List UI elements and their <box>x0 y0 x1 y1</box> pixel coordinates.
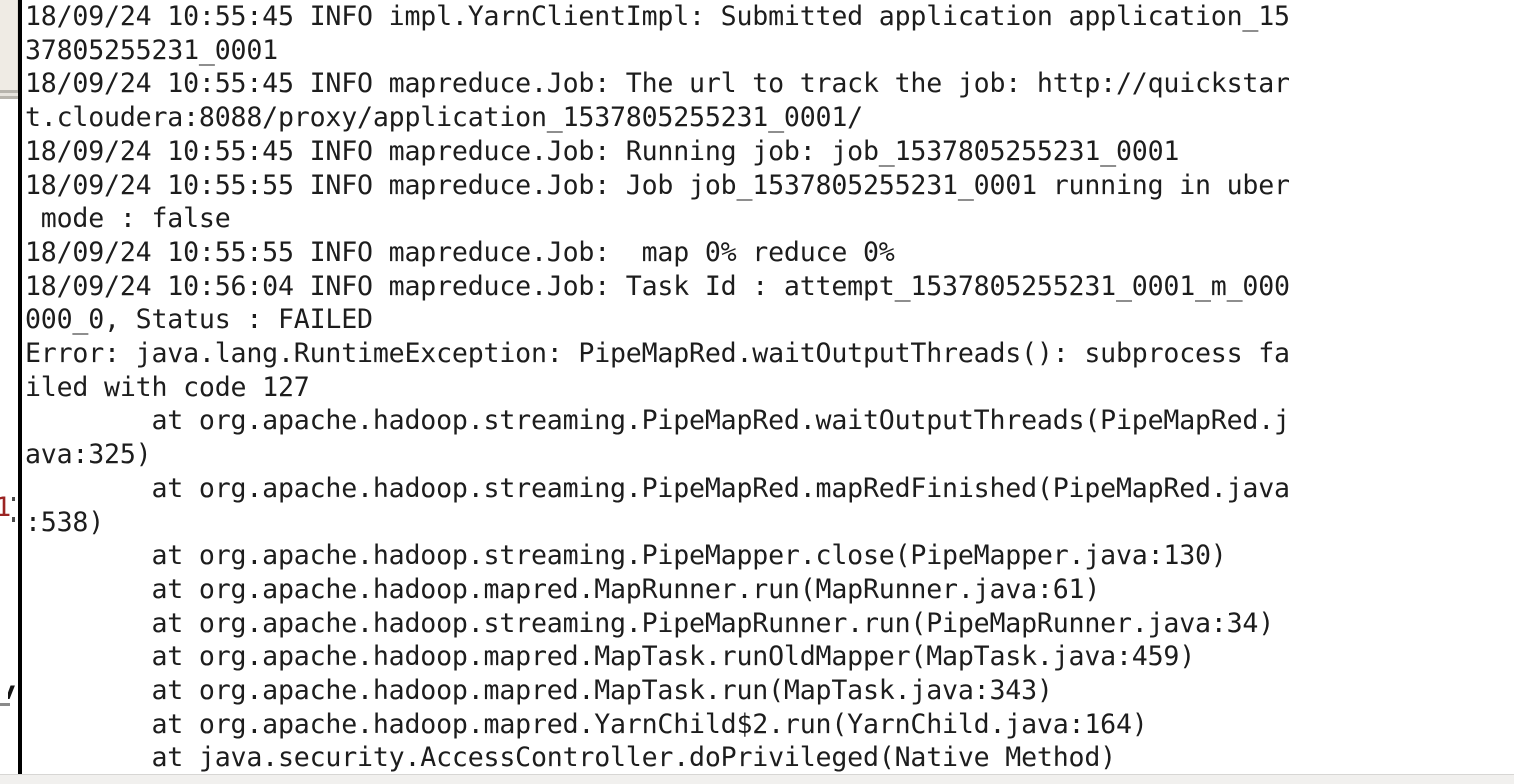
separator-line <box>0 96 18 99</box>
separator-line <box>0 90 18 93</box>
separator-groove <box>0 93 18 96</box>
background-line-marker: 1 <box>0 492 12 523</box>
terminal-window[interactable]: 18/09/24 10:55:45 INFO impl.YarnClientIm… <box>18 0 1514 775</box>
terminal-output[interactable]: 18/09/24 10:55:45 INFO impl.YarnClientIm… <box>25 1 1290 774</box>
background-partial-glyph: v <box>8 679 19 703</box>
background-window-edge[interactable]: 1 v <box>0 0 18 784</box>
background-glyph-fragment <box>12 517 15 522</box>
background-glyph-fragment <box>12 497 15 501</box>
background-dash <box>0 703 10 706</box>
partial-char: v <box>8 679 15 703</box>
bottom-panel-edge <box>0 774 1514 784</box>
background-scroll-panel <box>0 0 18 90</box>
